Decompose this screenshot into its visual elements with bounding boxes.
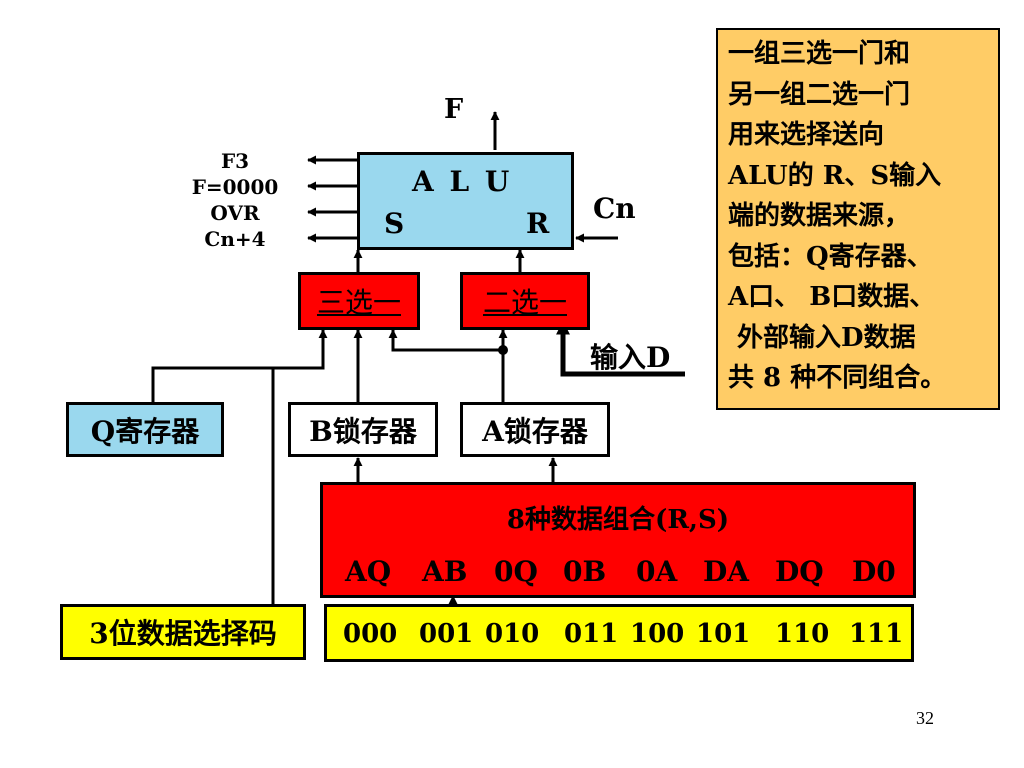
status-flags: F3 F=0000 OVR Cn+4 [180,148,290,252]
alu-title: A L U [412,165,513,198]
note-line: ALU的 R、S输入 [728,160,942,191]
page-number: 32 [916,708,934,728]
junction-dot [498,345,508,355]
mux-3to1: 三选一 [298,272,420,330]
a-latch-label: A锁存器 [482,414,588,448]
note-text: 一组三选一门和 另一组二选一门 用来选择送向 ALU的 R、S输入 端的数据来源… [728,34,946,399]
combo-item: 0Q [494,555,538,588]
b-latch-label: B锁存器 [309,414,417,448]
input-d-line [556,320,685,377]
mux-2to1: 二选一 [460,272,590,330]
combo-item: 0B [563,555,607,588]
q-register: Q寄存器 [66,402,224,457]
note-line: 一组三选一门和 [728,39,911,69]
alu-s-input-label: S [384,207,405,240]
input-d-label: 输入D [590,341,671,374]
flag-f3: F3 [220,149,250,173]
note-line: 用来选择送向 [728,120,885,150]
note-line: A口、 B口数据、 [728,282,936,312]
alu-r-input-label: R [526,207,550,240]
a-latch: A锁存器 [460,402,610,457]
code-item: 001 [419,619,474,649]
code-item: 111 [849,619,904,649]
mux-3to1-label: 三选一 [316,286,401,319]
data-combination-box: 8种数据组合(R,S) AQ AB 0Q 0B 0A DA DQ D0 [320,482,916,598]
code-item: 101 [696,619,751,649]
flag-ovr: OVR [210,201,260,225]
combo-item: DA [703,555,750,588]
combo-item: DQ [775,555,824,588]
note-line: 另一组二选一门 [728,79,911,110]
select-code-box: 3位数据选择码 [60,604,306,660]
combo-item: 0A [636,555,678,588]
code-item: 011 [564,619,619,649]
note-line: 外部输入D数据 [728,322,916,353]
code-item: 000 [343,619,398,649]
note-line: 包括：Q寄存器、 [728,241,933,272]
code-item: 110 [775,619,830,649]
flag-zero: F=0000 [191,175,279,199]
mux-2to1-label: 二选一 [482,286,567,319]
code-item: 010 [485,619,540,649]
b-latch: B锁存器 [288,402,438,457]
combo-item: AB [422,555,468,588]
combo-item: AQ [345,555,392,588]
select-codes-box: 000 001 010 011 100 101 110 111 [324,604,914,662]
select-code-label: 3位数据选择码 [89,617,277,650]
alu-block: A L U S R [357,152,574,250]
a-to-mux3 [388,329,503,352]
cn-label: Cn [593,192,636,225]
combo-item: D0 [852,555,896,588]
q-register-label: Q寄存器 [90,414,200,448]
code-item: 100 [630,619,685,649]
q-to-mux3 [151,329,328,402]
alu-output-label: F [444,94,464,125]
combination-title: 8种数据组合(R,S) [506,505,730,535]
flag-carry-out: Cn+4 [204,227,266,251]
note-line: 端的数据来源， [728,201,911,231]
explanation-note: 一组三选一门和 另一组二选一门 用来选择送向 ALU的 R、S输入 端的数据来源… [716,28,1000,410]
note-line: 共 8 种不同组合。 [728,363,947,393]
